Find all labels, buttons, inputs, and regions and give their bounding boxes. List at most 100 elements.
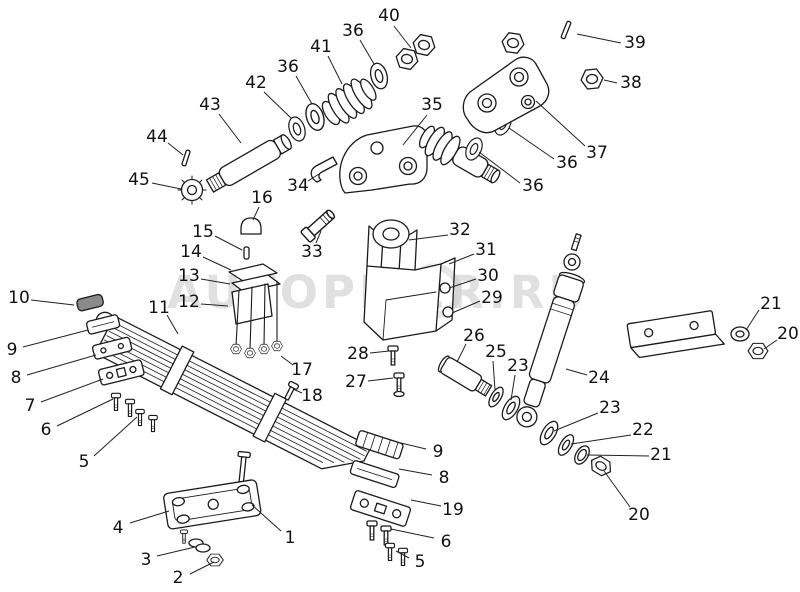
callout-label-45: 45 <box>128 170 150 190</box>
bushing-23 <box>539 420 559 446</box>
stud-3 <box>180 529 188 544</box>
callout-leader-14 <box>202 256 232 271</box>
callout-leader-13 <box>200 278 231 285</box>
callout-label-21: 21 <box>760 294 782 314</box>
bushing-23 <box>501 395 521 421</box>
callout-leader-42 <box>263 91 292 119</box>
callout-leader-19 <box>410 499 442 507</box>
callout-label-26: 26 <box>463 326 485 346</box>
callout-leader-23 <box>553 412 599 432</box>
callout-label-25: 25 <box>485 342 507 362</box>
spring-seat-assembly <box>228 263 283 359</box>
washer-21 <box>730 326 750 342</box>
callout-leader-6 <box>56 398 114 427</box>
callout-label-3: 3 <box>141 550 152 570</box>
callout-label-27: 27 <box>345 372 367 392</box>
callout-label-39: 39 <box>624 33 646 53</box>
callout-label-13: 13 <box>178 266 200 286</box>
callout-leader-5 <box>395 550 410 559</box>
nut-20 <box>747 342 769 360</box>
callout-leader-27 <box>367 377 394 382</box>
callout-label-10: 10 <box>8 288 30 308</box>
pad-10 <box>76 293 104 312</box>
callout-leader-9 <box>22 329 89 348</box>
callout-label-42: 42 <box>245 73 267 93</box>
ring-21 <box>574 445 590 465</box>
callout-label-9: 9 <box>433 442 444 462</box>
pad-8-rear <box>349 460 400 489</box>
callout-label-36: 36 <box>522 176 544 196</box>
washer-27 <box>393 390 405 398</box>
bracket-35 <box>339 125 428 194</box>
callout-leader-38 <box>603 79 618 84</box>
washer-42 <box>285 114 309 144</box>
callout-label-33: 33 <box>301 242 323 262</box>
callout-leader-35 <box>402 114 428 146</box>
pin-39 <box>560 20 572 40</box>
bolt-6 <box>110 392 122 411</box>
callout-label-20: 20 <box>777 324 799 344</box>
axle-plate-4 <box>163 479 262 530</box>
callout-label-15: 15 <box>192 222 214 242</box>
callout-leader-1 <box>251 504 282 532</box>
callout-leader-40 <box>393 25 412 49</box>
callout-label-6: 6 <box>41 420 52 440</box>
callout-label-38: 38 <box>620 73 642 93</box>
equalizer-bracket <box>363 219 456 341</box>
callout-label-36: 36 <box>342 21 364 41</box>
washer-3 <box>195 543 211 553</box>
callout-leader-10 <box>30 299 75 306</box>
callout-leader-45 <box>151 182 182 190</box>
callout-label-36: 36 <box>556 153 578 173</box>
callout-leader-28 <box>369 350 390 354</box>
pad-8-front <box>91 336 133 360</box>
callout-leader-2 <box>189 561 215 575</box>
bolt-27 <box>393 372 405 393</box>
torque-rod-rear <box>418 125 501 184</box>
torque-rod-43 <box>205 134 292 193</box>
callout-leader-22 <box>570 434 632 445</box>
callout-leader-31 <box>448 253 475 265</box>
callout-label-22: 22 <box>632 420 654 440</box>
pin-15 <box>243 246 250 260</box>
callout-label-1: 1 <box>285 528 296 548</box>
bolt-6 <box>380 525 392 546</box>
nut-38 <box>500 31 526 55</box>
callout-leader-11 <box>166 314 179 335</box>
callout-label-5: 5 <box>79 452 90 472</box>
callout-label-43: 43 <box>199 95 221 115</box>
callout-label-2: 2 <box>173 568 184 588</box>
callout-leader-7 <box>40 378 104 403</box>
callout-leader-16 <box>252 206 260 221</box>
shock-absorber-24 <box>516 233 586 428</box>
callout-leader-33 <box>315 230 322 244</box>
callout-label-8: 8 <box>11 368 22 388</box>
callout-leader-25 <box>492 360 496 391</box>
pad-9-front <box>85 314 121 335</box>
bolt-6 <box>366 520 378 541</box>
callout-label-24: 24 <box>588 368 610 388</box>
callout-label-35: 35 <box>421 95 443 115</box>
callout-leader-3 <box>156 546 196 557</box>
callout-leader-41 <box>327 55 343 85</box>
plate-19 <box>349 490 412 527</box>
callout-label-14: 14 <box>180 242 202 262</box>
callout-leader-12 <box>200 303 229 307</box>
callout-leader-36 <box>295 75 313 105</box>
callout-label-31: 31 <box>475 240 497 260</box>
washer-22 <box>557 434 575 456</box>
parts-layer <box>76 20 769 567</box>
callout-leader-18 <box>292 388 303 394</box>
callout-leader-36 <box>508 127 555 160</box>
callout-label-6: 6 <box>441 532 452 552</box>
callout-label-21: 21 <box>650 445 672 465</box>
pin-44 <box>181 149 191 167</box>
callout-label-37: 37 <box>586 143 608 163</box>
callout-label-7: 7 <box>25 396 36 416</box>
callout-label-44: 44 <box>146 127 168 147</box>
callout-leader-21 <box>586 454 650 457</box>
callout-leader-6 <box>390 528 435 539</box>
callout-leader-26 <box>456 343 467 363</box>
